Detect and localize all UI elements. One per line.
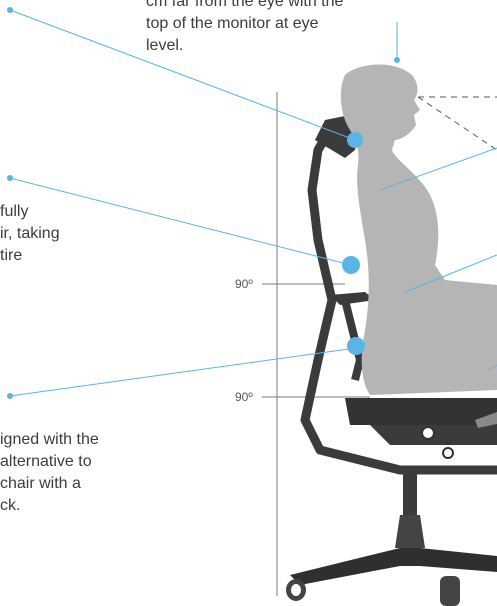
callout-dot-small-2	[7, 175, 13, 181]
callout-markers	[7, 7, 400, 399]
chair-base	[286, 470, 497, 606]
mechanism-knob	[422, 427, 434, 439]
callout-dot-backrest	[342, 256, 360, 274]
callout-dot-small-4	[394, 57, 400, 63]
eye-line-dashed-diagonal	[418, 97, 497, 150]
chair-seat	[345, 398, 497, 425]
callout-dot-headrest	[347, 132, 363, 148]
callout-dot-lumbar	[347, 337, 365, 355]
callout-dot-small-1	[7, 7, 13, 13]
callout-dot-small-3	[7, 393, 13, 399]
